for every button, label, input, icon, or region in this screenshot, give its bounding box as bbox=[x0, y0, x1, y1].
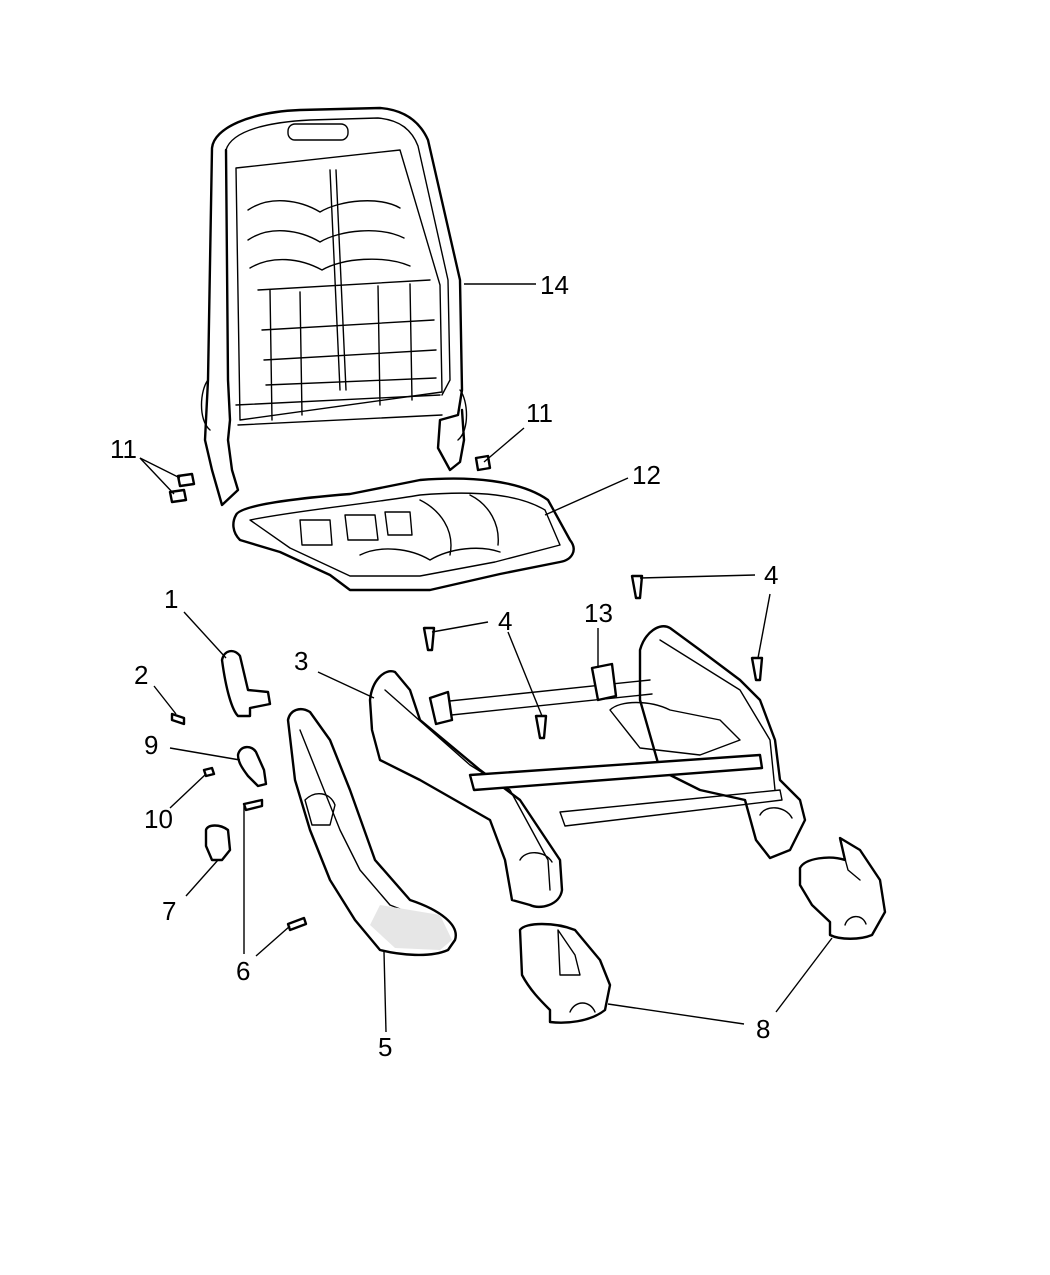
leader-1 bbox=[183, 611, 227, 659]
screw-6-upper bbox=[242, 798, 264, 812]
callout-labels: 14 11 11 12 4 4 13 1 3 2 9 10 7 6 8 5 bbox=[110, 270, 778, 1062]
leader-4-right bbox=[757, 593, 771, 659]
leader-3 bbox=[317, 671, 375, 699]
callout-6: 6 bbox=[236, 956, 250, 986]
seat-track-assembly bbox=[368, 625, 807, 909]
bolt-4-mid bbox=[534, 714, 548, 740]
bolt-4-right bbox=[750, 656, 764, 682]
callout-1: 1 bbox=[164, 584, 178, 614]
leader-8-front bbox=[607, 1003, 745, 1025]
recliner-handle bbox=[220, 649, 272, 718]
callout-13: 13 bbox=[584, 598, 613, 628]
leader-2 bbox=[153, 685, 177, 715]
leader-7 bbox=[185, 859, 219, 897]
callout-8: 8 bbox=[756, 1014, 770, 1044]
leader-11-right bbox=[483, 427, 525, 463]
switch-bezel-7 bbox=[204, 824, 232, 862]
callout-5: 5 bbox=[378, 1032, 392, 1062]
riser-cover-rear bbox=[798, 836, 887, 940]
callout-9: 9 bbox=[144, 730, 158, 760]
callout-11-right: 11 bbox=[526, 398, 553, 428]
nut-11-left-upper bbox=[176, 472, 196, 488]
leader-4-mid bbox=[507, 631, 543, 717]
callout-14: 14 bbox=[540, 270, 569, 300]
callout-11-left: 11 bbox=[110, 434, 137, 464]
leader-lines bbox=[139, 283, 833, 1033]
callout-4-mid: 4 bbox=[498, 606, 512, 636]
leader-9 bbox=[169, 747, 241, 761]
screw-6-lower bbox=[286, 916, 308, 932]
leader-12 bbox=[544, 477, 629, 516]
leader-4-mid-left bbox=[431, 621, 489, 633]
leader-10 bbox=[169, 773, 207, 809]
bolt-4-mid-left bbox=[422, 626, 436, 652]
leader-11-left-a bbox=[139, 457, 181, 479]
leader-11-left-b bbox=[139, 457, 175, 495]
callout-3: 3 bbox=[294, 646, 308, 676]
seat-cushion-pan bbox=[232, 477, 575, 592]
callout-4-top: 4 bbox=[764, 560, 778, 590]
callout-10: 10 bbox=[144, 804, 173, 834]
riser-cover-front bbox=[518, 922, 612, 1024]
callout-12: 12 bbox=[632, 460, 661, 490]
knob-9 bbox=[236, 745, 268, 788]
screw-small-2 bbox=[170, 712, 186, 726]
seat-side-shield bbox=[286, 708, 457, 957]
leader-6-lower bbox=[255, 925, 291, 957]
seat-back-frame bbox=[200, 106, 468, 507]
bolt-4-top bbox=[630, 574, 644, 600]
callout-2: 2 bbox=[134, 660, 148, 690]
leader-4-top bbox=[639, 574, 756, 579]
leader-8-rear bbox=[775, 937, 833, 1013]
callout-7: 7 bbox=[162, 896, 176, 926]
leader-5 bbox=[383, 951, 387, 1033]
